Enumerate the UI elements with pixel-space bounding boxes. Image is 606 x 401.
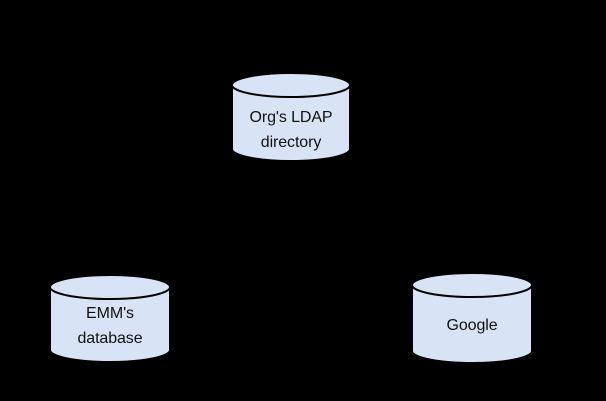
label-line: EMM's bbox=[86, 305, 134, 322]
ldap-directory-label: Org's LDAP directory bbox=[232, 105, 350, 155]
database-cylinder-top bbox=[411, 272, 533, 298]
ldap-directory-cylinder bbox=[231, 72, 351, 162]
label-line: Org's LDAP bbox=[249, 109, 333, 126]
database-cylinder-body bbox=[411, 284, 533, 364]
database-cylinder-top bbox=[49, 274, 171, 300]
google-cylinder bbox=[411, 272, 533, 364]
database-cylinder-body bbox=[231, 84, 351, 162]
google-label: Google bbox=[412, 313, 532, 338]
label-line: Google bbox=[446, 317, 498, 334]
database-cylinder-body bbox=[49, 286, 171, 363]
emm-database-label: EMM's database bbox=[50, 301, 170, 351]
label-line: database bbox=[77, 330, 143, 347]
emm-database-cylinder bbox=[49, 274, 171, 363]
label-line: directory bbox=[260, 134, 322, 151]
database-cylinder-top bbox=[231, 72, 351, 98]
